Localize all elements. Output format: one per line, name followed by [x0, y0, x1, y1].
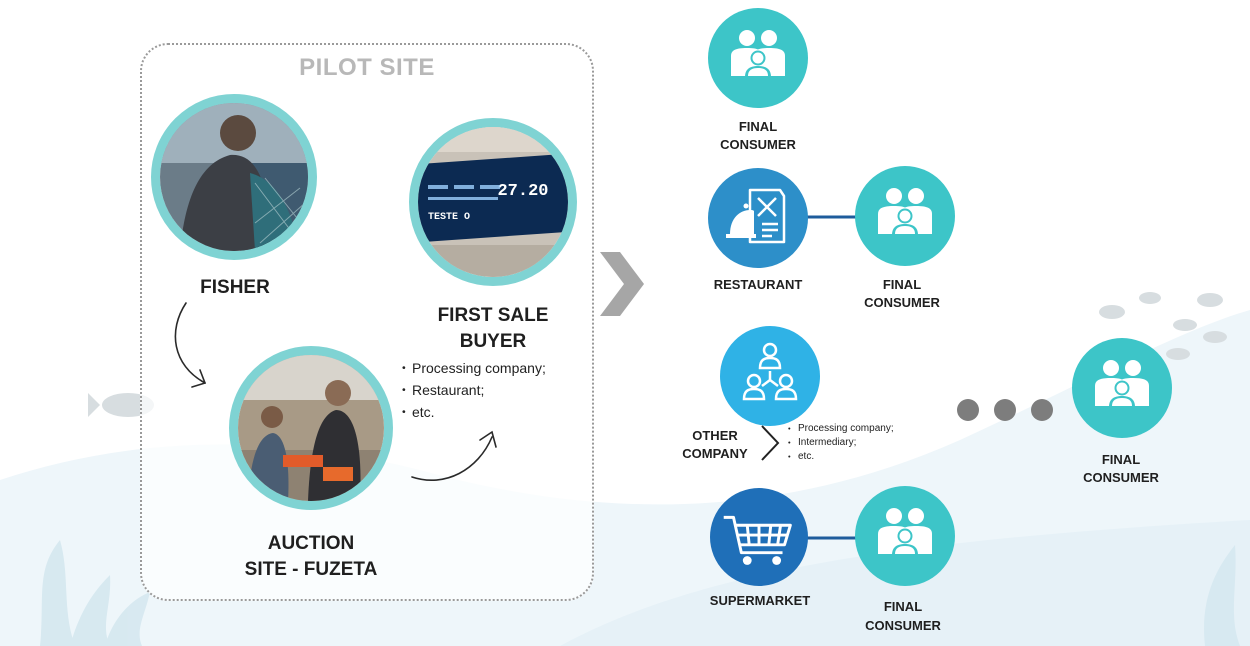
restaurant-label: RESTAURANT [713, 277, 803, 292]
auction-to-buyer-arrow [411, 436, 493, 482]
first-sale-buyer-label-line1: FIRST SALE [437, 305, 549, 326]
other-company-example-item: Intermediary; [788, 436, 928, 450]
auction-to-buyer-arrowhead [479, 430, 497, 448]
supermarket-label: SUPERMARKET [709, 593, 811, 608]
family-icon [708, 8, 808, 108]
family-icon [1072, 338, 1172, 438]
restaurant-icon [708, 168, 808, 268]
ellipsis-dots [957, 399, 1053, 421]
other-company-icon [720, 326, 820, 426]
final-consumer-supermarket-label-line2: CONSUMER [865, 618, 941, 633]
fisher-to-auction-arrowhead [191, 369, 207, 388]
other-company-example-item: etc. [788, 450, 928, 464]
other-company-label-line1: OTHER [692, 428, 738, 443]
other-company-examples: Processing company; Intermediary; etc. [788, 422, 928, 464]
auction-site-photo [229, 346, 393, 510]
fisher-photo-illustration [160, 103, 308, 251]
menu-cloche-icon [708, 168, 808, 268]
shopping-cart-icon [710, 488, 808, 586]
final-consumer-restaurant-label-line2: CONSUMER [864, 295, 940, 310]
final-consumer-far-right-icon [1072, 338, 1172, 438]
other-company-example-item: Processing company; [788, 422, 928, 436]
fisher-label: FISHER [200, 277, 270, 298]
chevron-right-icon [600, 252, 644, 316]
first-sale-example-item: Processing company; [402, 357, 582, 379]
coral-left-decoration [40, 540, 150, 646]
first-sale-buyer-examples: Processing company; Restaurant; etc. [402, 357, 582, 423]
first-sale-example-item: Restaurant; [402, 379, 582, 401]
family-icon [855, 166, 955, 266]
auction-site-label-line1: AUCTION [267, 533, 355, 554]
family-icon [855, 486, 955, 586]
fisher-photo [151, 94, 317, 260]
supermarket-icon [710, 488, 808, 586]
board-price-text: 27.20 [497, 182, 548, 201]
final-consumer-far-right-label-line1: FINAL [1101, 452, 1141, 467]
final-consumer-top-label-line2: CONSUMER [720, 137, 796, 152]
first-sale-example-item: etc. [402, 401, 582, 423]
board-label-text: TESTE O [428, 212, 470, 223]
final-consumer-far-right-label-line2: CONSUMER [1083, 470, 1159, 485]
auction-site-label-line2: SITE - FUZETA [244, 559, 378, 580]
other-company-bracket-icon [761, 425, 780, 461]
final-consumer-supermarket-icon [855, 486, 955, 586]
other-company-label-line2: COMPANY [682, 446, 748, 461]
fisher-to-auction-arrow [174, 302, 206, 384]
final-consumer-top-label-line1: FINAL [738, 119, 778, 134]
people-network-icon [720, 326, 820, 426]
first-sale-buyer-label-line2: BUYER [459, 331, 527, 352]
final-consumer-supermarket-label-line1: FINAL [883, 599, 923, 614]
final-consumer-restaurant-icon [855, 166, 955, 266]
final-consumer-restaurant-label-line1: FINAL [882, 277, 922, 292]
pilot-site-title: PILOT SITE [299, 54, 435, 81]
final-consumer-top-icon [708, 8, 808, 108]
coral-right-decoration [1204, 545, 1240, 646]
